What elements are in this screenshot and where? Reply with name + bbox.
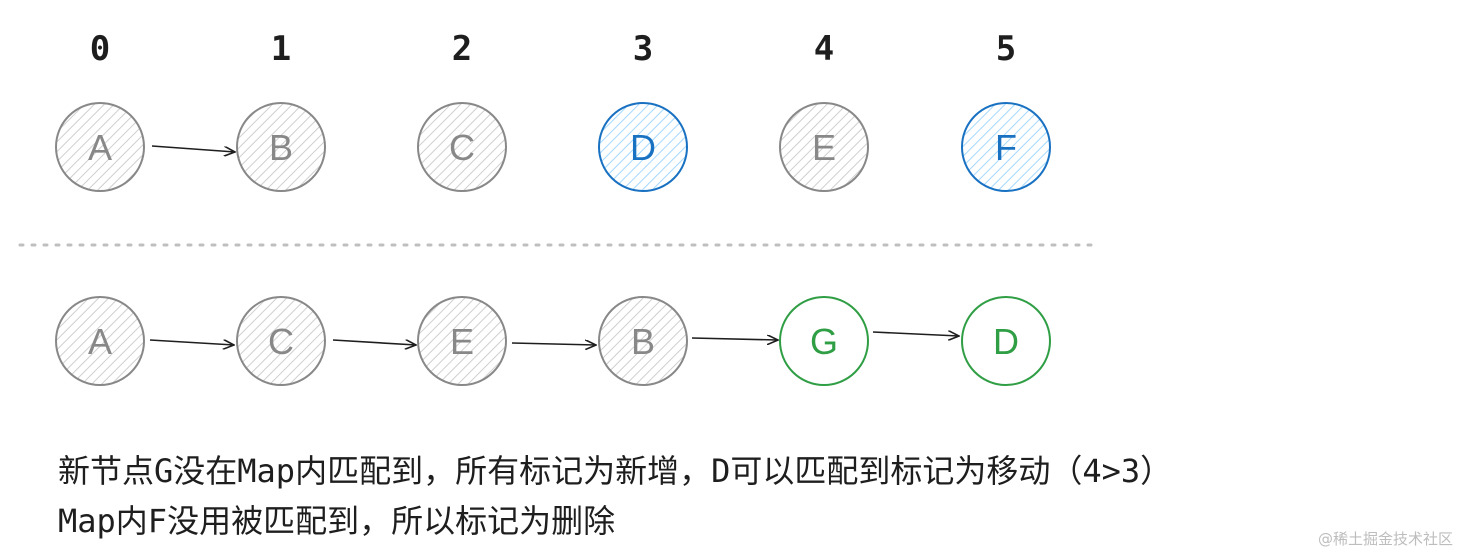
index-label: 3: [633, 29, 653, 69]
node-circle: [961, 102, 1051, 192]
old-node-c: C: [417, 102, 507, 192]
index-labels: 0 1 2 3 4 5: [90, 29, 1016, 69]
node-label: D: [993, 321, 1019, 362]
node-circle: [417, 102, 507, 192]
node-label: F: [995, 127, 1017, 168]
old-arrow-a-b: [151, 145, 235, 152]
node-label: A: [88, 321, 112, 362]
new-node-d: D: [961, 296, 1051, 386]
node-circle: [236, 102, 326, 192]
new-node-g: G: [779, 296, 869, 386]
index-label: 5: [996, 29, 1016, 69]
node-circle: [779, 102, 869, 192]
index-label: 2: [452, 29, 472, 69]
node-circle: [55, 296, 145, 386]
caption-line-2: Map内F没用被匹配到，所以标记为删除: [58, 502, 616, 540]
old-node-d: D: [598, 102, 688, 192]
old-node-f: F: [961, 102, 1051, 192]
node-label: C: [449, 127, 475, 168]
new-arrow-g-d: [872, 332, 959, 336]
watermark: @稀土掘金技术社区: [1317, 530, 1453, 548]
node-label: D: [630, 127, 656, 168]
node-circle: [598, 102, 688, 192]
index-label: 0: [90, 29, 110, 69]
new-arrow-c-e: [332, 339, 416, 345]
node-label: B: [631, 321, 655, 362]
node-circle: [598, 296, 688, 386]
node-label: B: [269, 127, 293, 168]
node-label: G: [810, 321, 838, 362]
old-node-b: B: [236, 102, 326, 192]
new-arrow-e-b: [511, 343, 596, 345]
new-arrow-a-c: [149, 339, 234, 345]
node-label: A: [88, 127, 112, 168]
index-label: 4: [814, 29, 834, 69]
new-arrow-b-g: [691, 338, 778, 340]
caption-line-1: 新节点G没在Map内匹配到，所有标记为新增，D可以匹配到标记为移动（4>3）: [58, 452, 1173, 490]
new-node-e: E: [417, 296, 507, 386]
old-node-e: E: [779, 102, 869, 192]
node-circle: [417, 296, 507, 386]
new-node-c: C: [236, 296, 326, 386]
node-circle: [236, 296, 326, 386]
node-label: E: [812, 127, 836, 168]
node-circle: [961, 296, 1051, 386]
new-node-b: B: [598, 296, 688, 386]
node-circle: [779, 296, 869, 386]
node-circle: [55, 102, 145, 192]
index-label: 1: [271, 29, 291, 69]
new-node-a: A: [55, 296, 145, 386]
old-node-a: A: [55, 102, 145, 192]
node-label: C: [268, 321, 294, 362]
old-list-row: A B C D E F: [55, 102, 1051, 192]
node-label: E: [450, 321, 474, 362]
